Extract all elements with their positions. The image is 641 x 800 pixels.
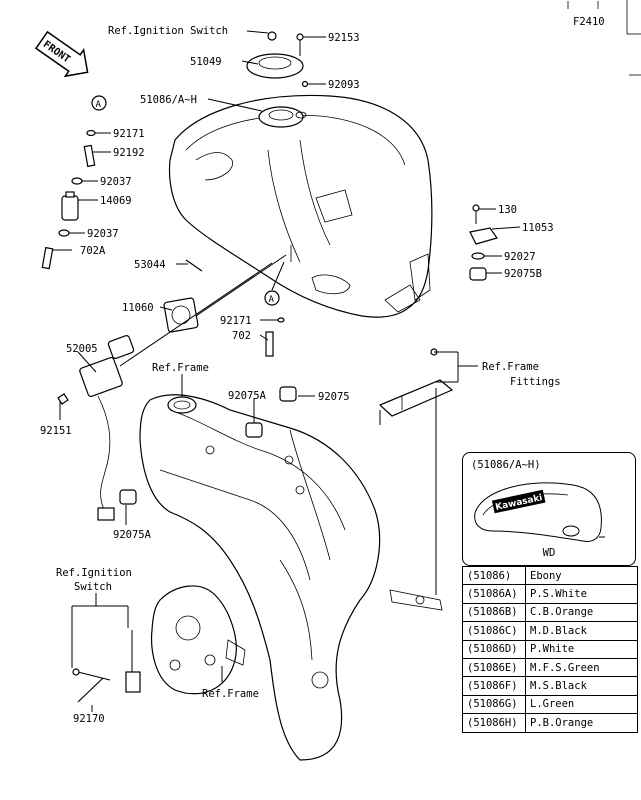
decal-inset-drawing: Kawasaki (474, 482, 605, 542)
callout-51049: 51049 (190, 56, 222, 68)
callout-702: 702 (232, 330, 251, 342)
callout-130: 130 (498, 204, 517, 216)
callout-92037-top: 92037 (100, 176, 132, 188)
color-code-cell: (51086A) (462, 584, 526, 604)
callout-92192: 92192 (113, 147, 145, 159)
color-name-cell: M.F.S.Green (525, 657, 638, 678)
callout-ref-ignition-switch-line1: Ref.Ignition (56, 567, 132, 579)
color-code-cell: (51086F) (462, 676, 526, 696)
callout-702a: 702A (80, 245, 106, 257)
callout-11060: 11060 (122, 302, 154, 314)
fuel-pump (57, 335, 135, 521)
color-name-cell: Ebony (525, 565, 638, 586)
leader-lines (52, 30, 521, 712)
callout-ref-frame-bottom: Ref.Frame (202, 688, 259, 700)
color-code-cell: (51086C) (462, 621, 526, 641)
color-code-cell: (51086H) (462, 713, 526, 733)
callout-92075a-top: 92075A (228, 390, 267, 402)
color-table: (51086)Ebony(51086A)P.S.White(51086B)C.B… (462, 565, 638, 733)
callout-11053: 11053 (522, 222, 554, 234)
gasket-11060 (163, 297, 199, 333)
color-table-row: (51086D)P.White (462, 639, 638, 659)
callout-14069: 14069 (100, 195, 132, 207)
color-name-cell: P.S.White (525, 584, 638, 604)
circle-a-mid (264, 290, 280, 306)
frame (119, 386, 443, 761)
color-table-row: (51086A)P.S.White (462, 584, 638, 604)
decal-inset-caption: WD (542, 547, 556, 559)
color-table-body: (51086)Ebony(51086A)P.S.White(51086B)C.B… (462, 565, 638, 733)
circle-a-top-label: A (96, 100, 102, 110)
right-side-parts (469, 204, 498, 281)
color-table-row: (51086)Ebony (462, 565, 638, 586)
color-name-cell: M.S.Black (525, 676, 638, 696)
callout-51086: 51086/A~H (140, 94, 197, 106)
color-code-cell: (51086E) (462, 657, 526, 678)
callout-ref-ignition-switch-top: Ref.Ignition Switch (108, 25, 228, 37)
callout-ref-frame-fittings-line2: Fittings (510, 376, 561, 388)
callout-92151: 92151 (40, 425, 72, 437)
color-code-cell: (51086) (462, 565, 526, 586)
figure-code: F2410 (573, 16, 605, 28)
fuel-tank (168, 94, 433, 318)
callout-53044: 53044 (134, 259, 166, 271)
callout-52005: 52005 (66, 343, 98, 355)
callout-92171-mid: 92171 (220, 315, 252, 327)
color-name-cell: C.B.Orange (525, 602, 638, 623)
callout-ref-ignition-switch-line2: Switch (74, 581, 112, 593)
frame-fittings (378, 348, 454, 425)
color-table-row: (51086C)M.D.Black (462, 621, 638, 641)
color-table-row: (51086H)P.B.Orange (462, 713, 638, 733)
callout-92170: 92170 (73, 713, 105, 725)
color-name-cell: P.White (525, 639, 638, 659)
callout-ref-frame-top: Ref.Frame (152, 362, 209, 374)
callout-92171-top: 92171 (113, 128, 145, 140)
callout-92027: 92027 (504, 251, 536, 263)
color-table-row: (51086B)C.B.Orange (462, 602, 638, 623)
decal-inset: Kawasaki (51086/A~H) WD (462, 452, 636, 566)
callout-ref-frame-fittings-line1: Ref.Frame (482, 361, 539, 373)
color-name-cell: M.D.Black (525, 621, 638, 641)
hose-53044 (185, 259, 203, 272)
front-arrow-icon: FRONT (34, 30, 89, 78)
tank-cap (246, 31, 309, 88)
callout-92075a-bottom: 92075A (113, 529, 152, 541)
ignition-bracket (72, 585, 246, 703)
color-name-cell: L.Green (525, 694, 638, 715)
color-code-cell: (51086D) (462, 639, 526, 659)
color-code-cell: (51086G) (462, 694, 526, 715)
color-table-row: (51086E)M.F.S.Green (462, 657, 638, 678)
decal-inset-title: (51086/A~H) (471, 459, 541, 471)
callout-92075b: 92075B (504, 268, 542, 280)
color-table-row: (51086F)M.S.Black (462, 676, 638, 696)
callout-92093: 92093 (328, 79, 360, 91)
callout-92153: 92153 (328, 32, 360, 44)
callout-92037-bottom: 92037 (87, 228, 119, 240)
color-code-cell: (51086B) (462, 602, 526, 623)
color-table-row: (51086G)L.Green (462, 694, 638, 715)
left-column-parts: A (41, 95, 107, 270)
callout-92075: 92075 (318, 391, 350, 403)
circle-a-mid-label: A (269, 295, 275, 305)
color-name-cell: P.B.Orange (525, 713, 638, 733)
